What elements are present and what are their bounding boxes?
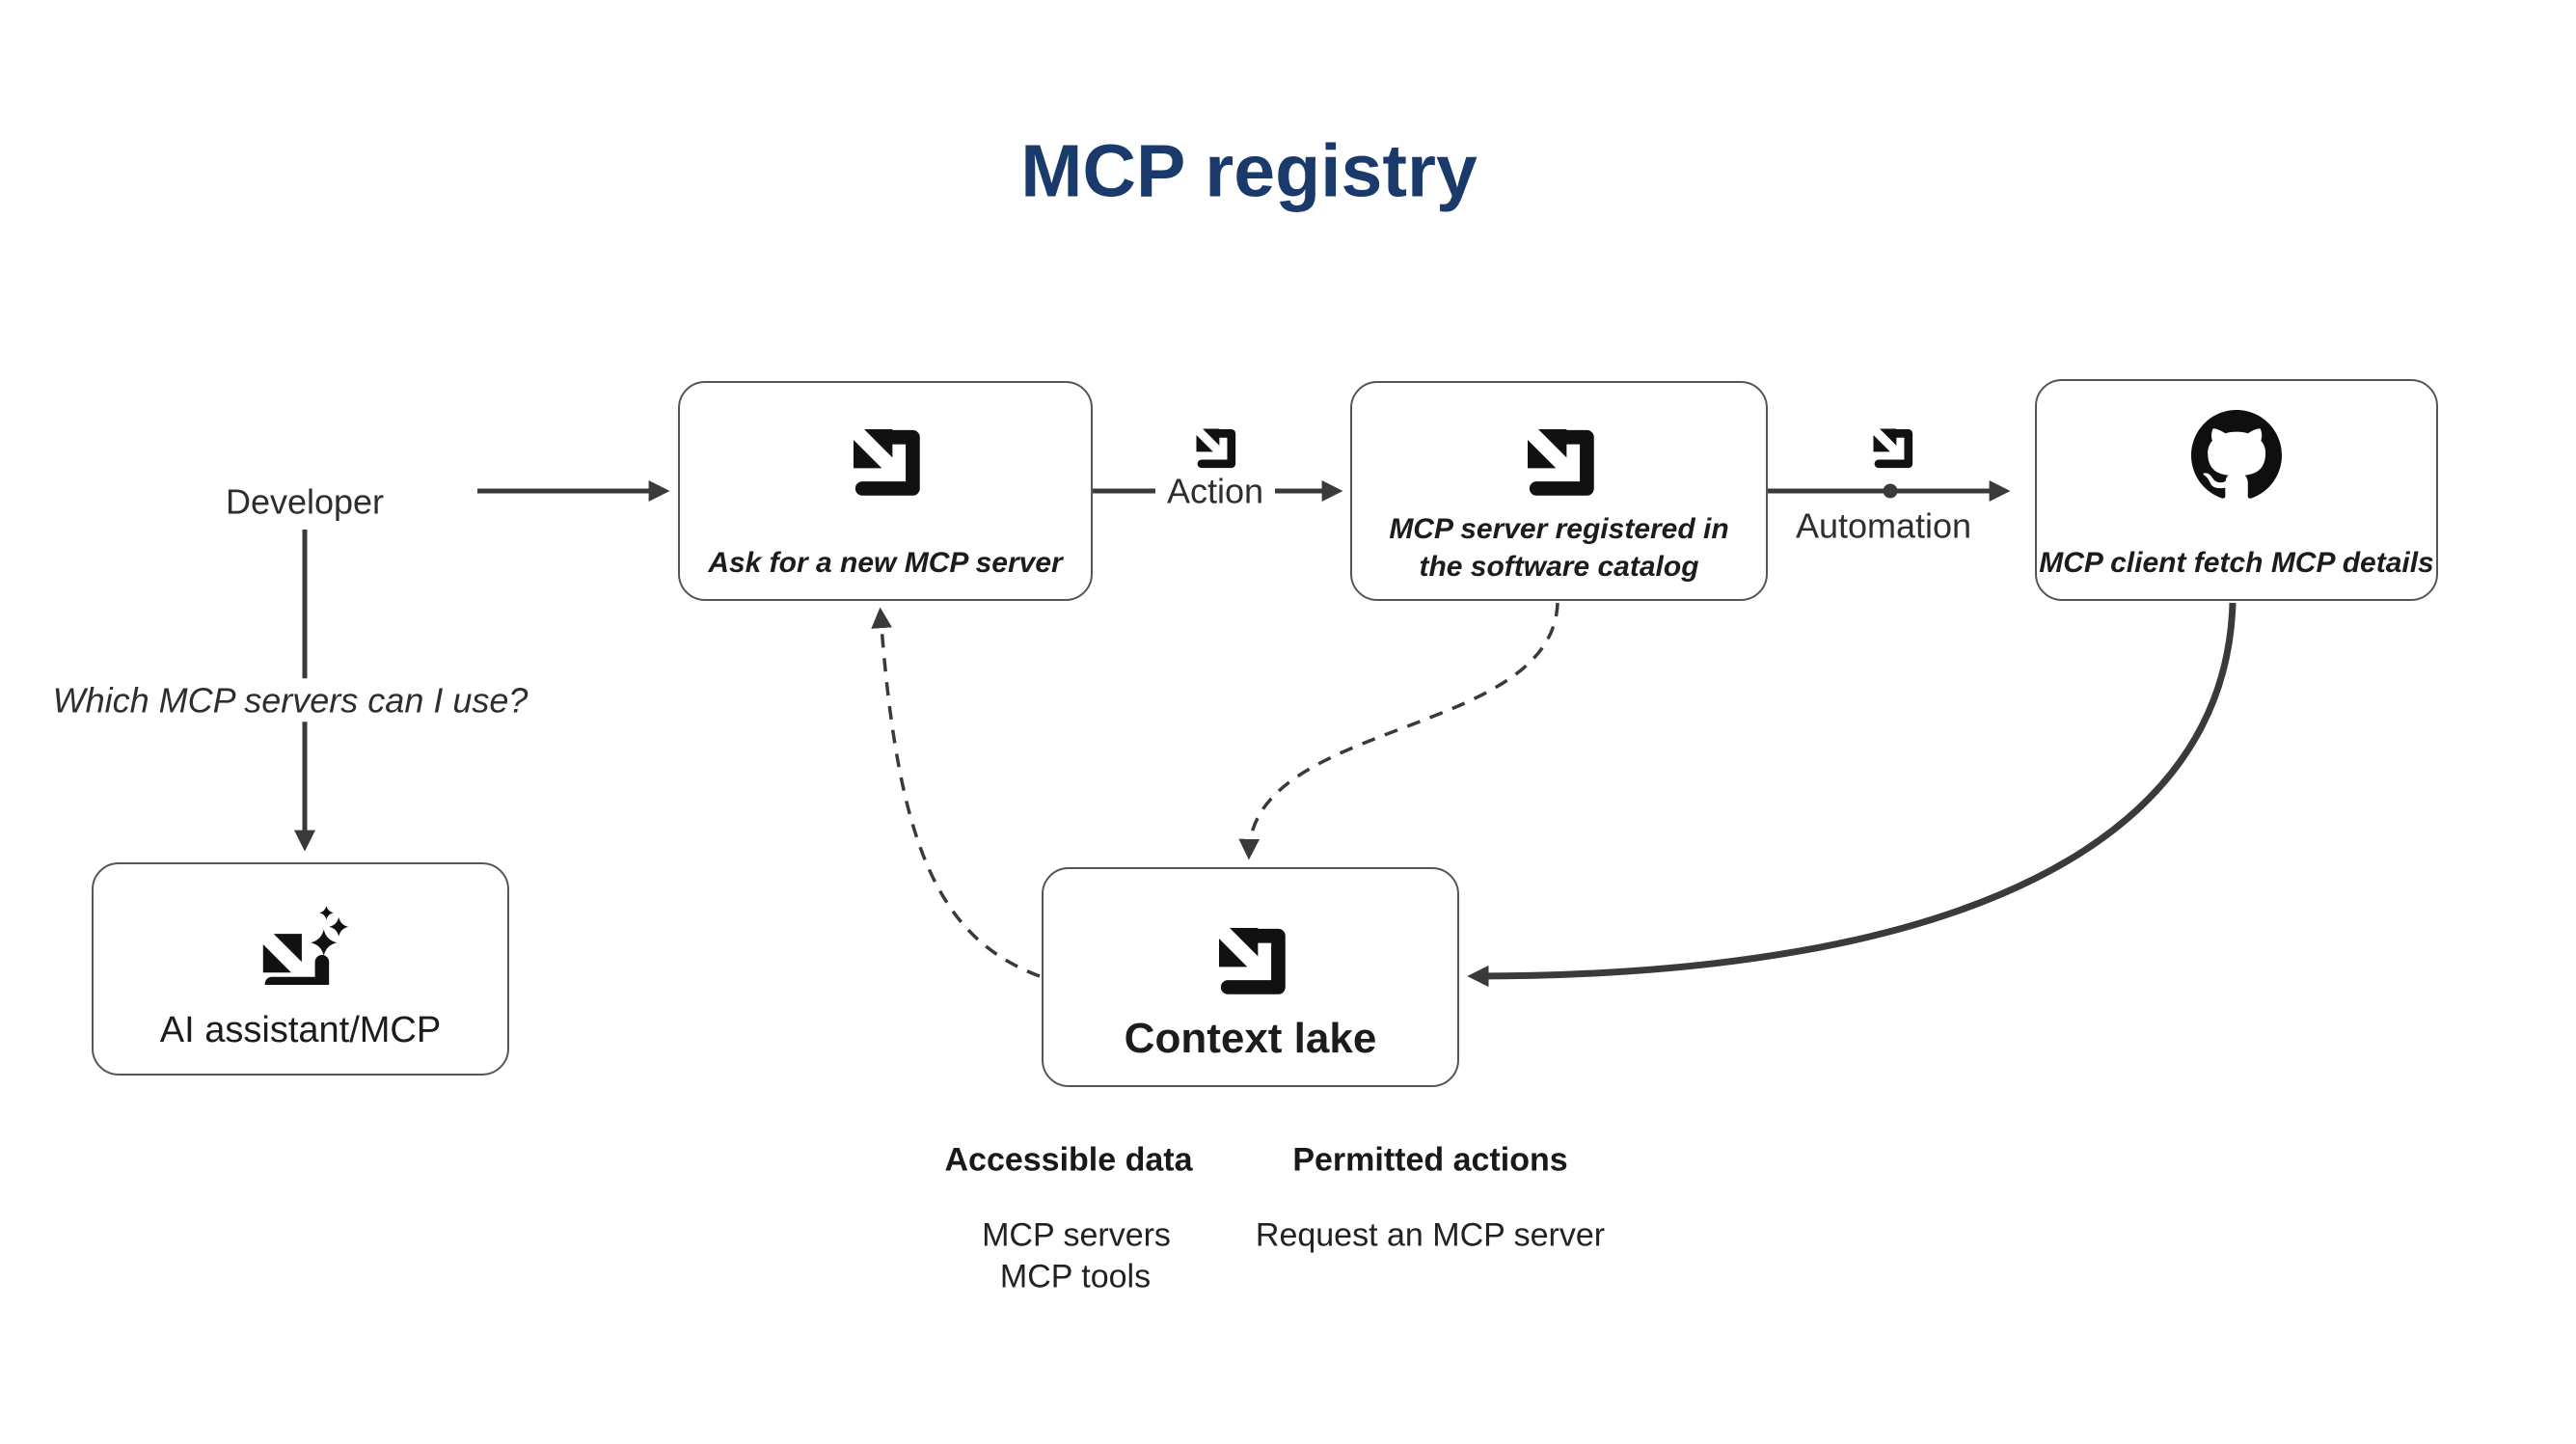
developer-label: Developer: [225, 481, 385, 522]
dashed-edge-registered-to-context: [1238, 602, 1559, 860]
question-label: Which MCP servers can I use?: [41, 678, 540, 722]
legend-item-mcp-servers: MCP servers: [982, 1216, 1171, 1254]
node-mcp-client-fetch: MCP client fetch MCP details: [2035, 379, 2438, 601]
port-logo-icon: [843, 419, 928, 504]
dashed-edge-context-to-ask: [871, 607, 1041, 978]
edge-automation-label: Automation: [1795, 505, 1972, 546]
legend-permitted-header: Permitted actions: [1292, 1141, 1568, 1179]
edge-fetch-to-context: [1467, 602, 2237, 988]
node-ai-assistant: AI assistant/MCP: [92, 862, 509, 1076]
port-logo-icon: [1208, 917, 1293, 1002]
legend-accessible-header: Accessible data: [944, 1141, 1193, 1179]
node-label: MCP client fetch MCP details: [2039, 547, 2434, 579]
automation-node-dot: [1883, 483, 1898, 499]
port-logo-icon: [1517, 419, 1602, 504]
legend-item-request-server: Request an MCP server: [1255, 1216, 1606, 1254]
node-label: Ask for a new MCP server: [708, 547, 1063, 579]
node-context-lake: Context lake: [1042, 867, 1459, 1087]
action-port-logo-icon: [1190, 422, 1240, 473]
page-title: MCP registry: [1020, 129, 1478, 213]
node-label: AI assistant/MCP: [159, 1009, 442, 1050]
node-ask-mcp-server: Ask for a new MCP server: [678, 381, 1093, 601]
github-icon: [2191, 410, 2282, 501]
node-mcp-registered: MCP server registered in the software ca…: [1350, 381, 1768, 601]
node-label: Context lake: [1124, 1014, 1377, 1062]
port-logo-sparkles-icon: [251, 895, 351, 985]
node-label: MCP server registered in the software ca…: [1389, 513, 1729, 583]
legend-item-mcp-tools: MCP tools: [999, 1258, 1152, 1295]
edge-action-label: Action: [1154, 469, 1276, 513]
automation-port-logo-icon: [1867, 422, 1917, 473]
